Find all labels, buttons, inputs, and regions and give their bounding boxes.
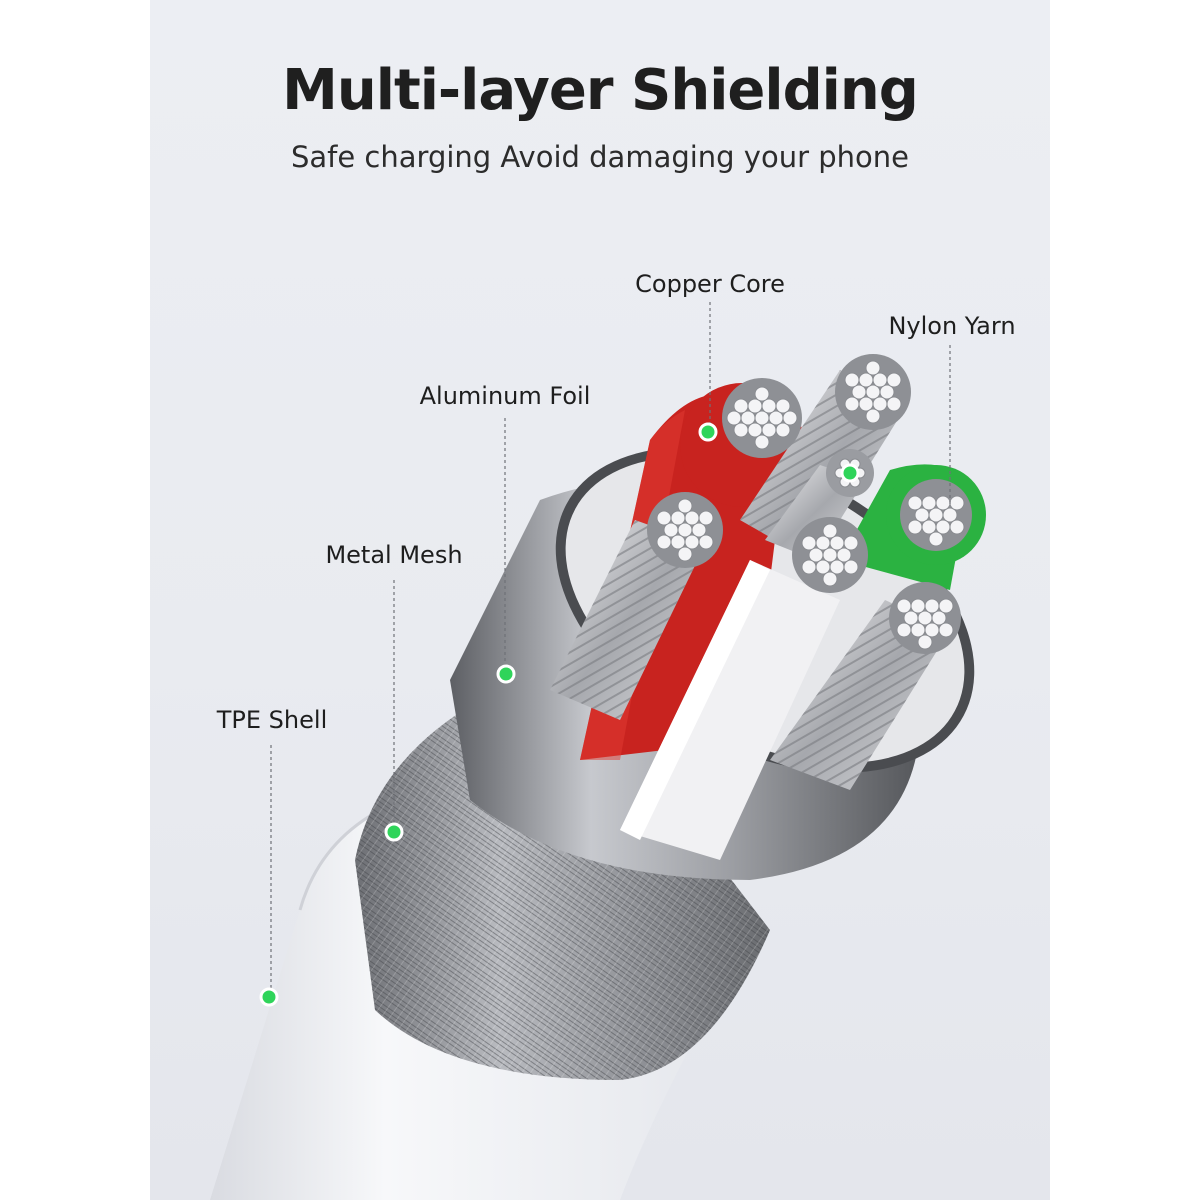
copper-core-marker <box>698 422 718 442</box>
nylon-yarn-marker <box>840 463 860 483</box>
nylon-yarn-label: Nylon Yarn <box>888 312 1016 340</box>
copper-strand-bundles <box>647 354 972 654</box>
tpe-shell-label: TPE Shell <box>216 706 328 734</box>
product-panel: Multi-layer Shielding Safe charging Avoi… <box>150 0 1050 1200</box>
metal-mesh-label: Metal Mesh <box>325 541 463 569</box>
tpe-shell-marker <box>259 987 279 1007</box>
page-title: Multi-layer Shielding <box>282 58 919 123</box>
aluminum-foil-marker <box>496 664 516 684</box>
cable-cross-section-illustration <box>210 302 986 1200</box>
metal-mesh-marker <box>384 822 404 842</box>
aluminum-foil-label: Aluminum Foil <box>419 382 591 410</box>
copper-core-label: Copper Core <box>635 270 785 298</box>
page-subtitle: Safe charging Avoid damaging your phone <box>290 140 909 174</box>
